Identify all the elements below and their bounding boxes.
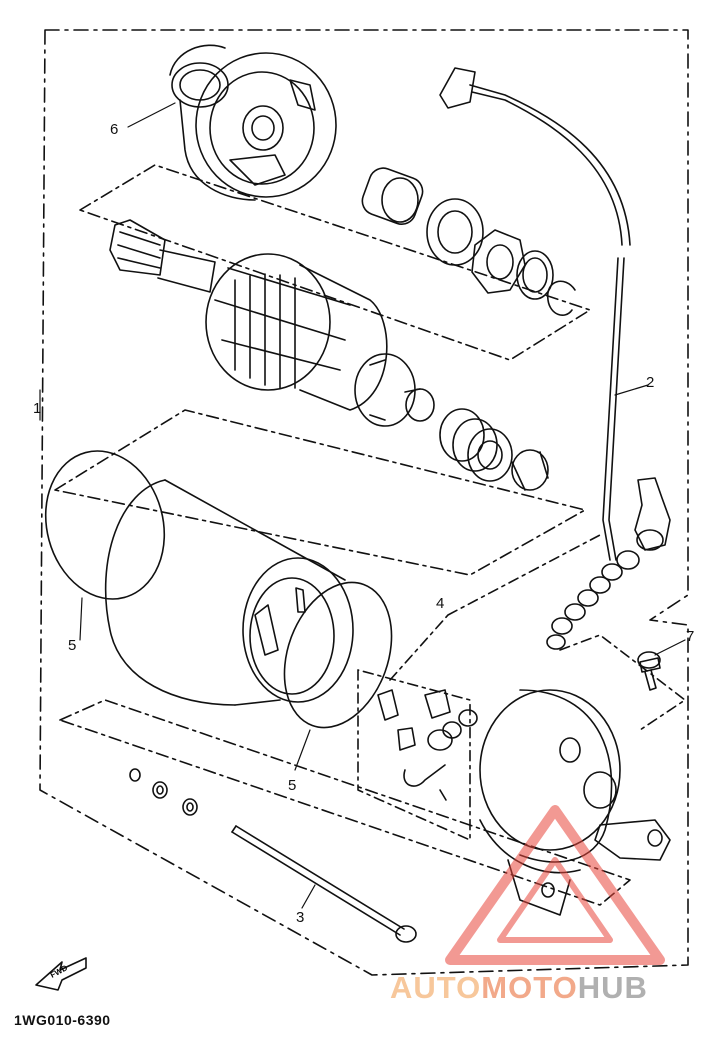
- callout-2: 2: [646, 374, 654, 391]
- front-cover: [169, 44, 337, 201]
- insulator-stack: [439, 408, 549, 491]
- assembly-boundary: [39, 29, 689, 976]
- brush-holder: [377, 689, 478, 801]
- callout-6: 6: [110, 121, 118, 138]
- plane-armature: [79, 164, 591, 361]
- callout-1: 1: [33, 400, 41, 417]
- o-ring-upper: [44, 450, 166, 600]
- watermark-part-3: HUB: [577, 970, 648, 1005]
- part-code: 1WG010-6390: [14, 1012, 111, 1028]
- callout-7: 7: [686, 628, 694, 645]
- leader-dash-4: [389, 534, 601, 681]
- fwd-arrow-icon: [35, 957, 87, 991]
- terminal-hardware: [546, 529, 664, 650]
- brush-holder-box: [357, 669, 471, 841]
- watermark-part-2: MOTO: [481, 970, 578, 1005]
- bearing-seal-stack: [361, 167, 576, 316]
- lead-wire: [439, 67, 671, 561]
- plane-washers: [59, 699, 631, 906]
- watermark-part-1: AUTO: [390, 970, 482, 1005]
- o-ring-lower: [283, 581, 393, 729]
- armature: [109, 219, 435, 427]
- callout-5-lower: 5: [288, 777, 296, 794]
- bracket-bolt: [637, 651, 661, 691]
- bracket-box: [559, 634, 686, 731]
- yoke: [104, 479, 354, 706]
- washers: [129, 768, 198, 816]
- callout-3: 3: [296, 909, 304, 926]
- watermark: AUTOMOTOHUB: [390, 970, 648, 1006]
- leader-lines: [39, 102, 686, 909]
- callout-5-upper: 5: [68, 637, 76, 654]
- through-bolt: [231, 825, 417, 943]
- plane-yoke: [54, 409, 586, 576]
- watermark-triangle-icon: [445, 805, 665, 965]
- callout-4: 4: [436, 595, 444, 612]
